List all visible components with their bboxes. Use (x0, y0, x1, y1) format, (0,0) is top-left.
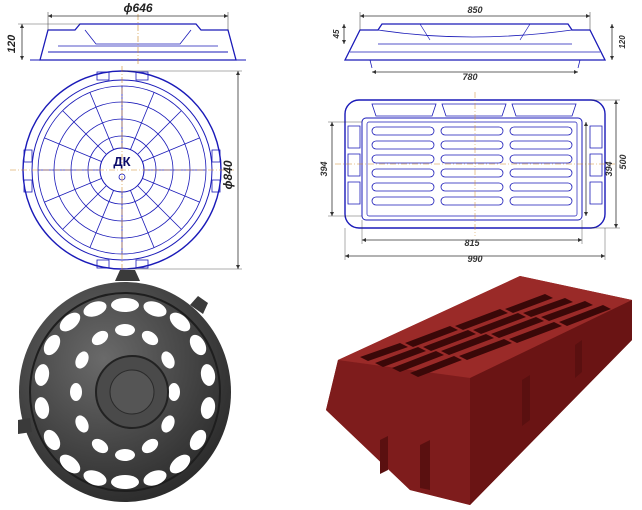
grate-overall-width-label: 990 (467, 254, 482, 264)
dimension-grate-bottom-width: 780 (372, 70, 578, 82)
center-mark-label: ДК (113, 154, 130, 169)
round-cover-photo (18, 270, 231, 502)
dimension-grate-inner-width: 815 (361, 220, 583, 248)
diameter-top-label: ϕ646 (123, 1, 152, 15)
dimension-grate-height-left: 394 (319, 121, 362, 217)
diameter-side-label: ϕ840 (221, 160, 235, 189)
grate-height-inner-label: 394 (604, 161, 614, 176)
dimension-grate-top-depth: 45 (332, 24, 346, 44)
dimension-height-cover: 120 (6, 23, 80, 60)
grate-top-width-label: 850 (467, 5, 482, 15)
dimension-grate-height-inner: 394 (584, 122, 614, 216)
grate-bottom-width-label: 780 (462, 72, 477, 82)
grate-photo (326, 276, 632, 505)
dimension-diameter-top: ϕ646 (47, 1, 229, 30)
grate-height-left-label: 394 (319, 161, 329, 176)
grate-top-height-label: 120 (618, 35, 627, 49)
round-cover-side-view (30, 14, 246, 66)
grate-side-view (343, 23, 607, 69)
dimension-grate-overall-width: 990 (344, 228, 606, 264)
grate-inner-width-label: 815 (464, 238, 480, 248)
dimension-grate-top-width: 850 (359, 5, 591, 30)
dimension-grate-top-height: 120 (610, 24, 627, 60)
grate-height-outer-label: 500 (618, 154, 628, 169)
dimension-diameter-side: ϕ840 (122, 70, 242, 270)
height-cover-label: 120 (6, 34, 18, 53)
grate-top-depth-label: 45 (332, 29, 341, 39)
